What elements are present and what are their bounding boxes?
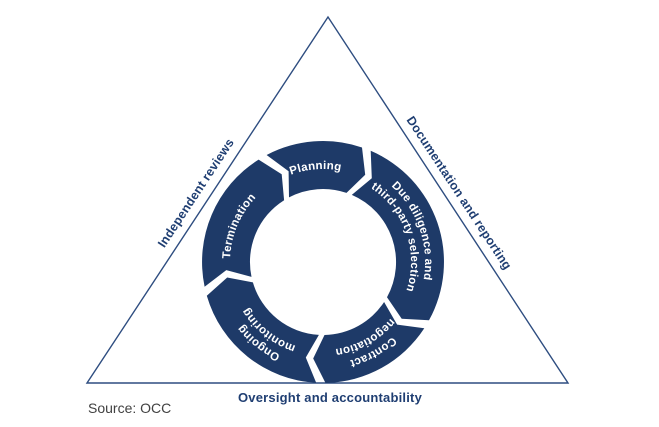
lifecycle-ring (202, 141, 444, 383)
ring-segment-contract-negotiation (313, 302, 425, 383)
ring-segment-planning (266, 141, 366, 198)
ring-segment-ongoing-monitoring (206, 277, 319, 383)
edge-label-oversight-accountability: Oversight and accountability (238, 390, 423, 405)
ring-segment-termination (202, 159, 285, 287)
source-note: Source: OCC (88, 400, 171, 416)
triangle-outline (85, 15, 570, 384)
ring-segment-due-diligence (351, 150, 444, 321)
